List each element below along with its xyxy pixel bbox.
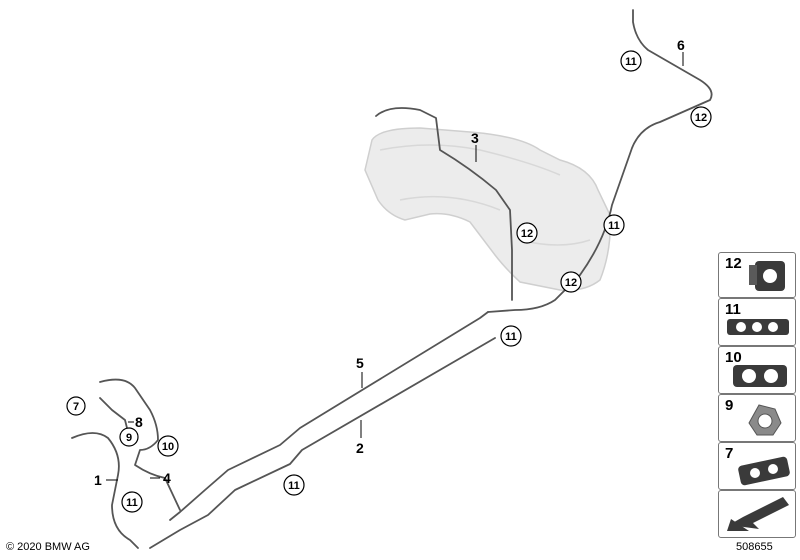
legend-number: 12 [725,255,742,272]
line-3 [375,107,513,301]
fuel-lines [71,9,713,549]
circle-9-label: 9 [126,432,132,444]
legend-card-10: 10 [718,346,796,394]
diagram-id: 508655 [736,541,773,553]
legend-number: 9 [725,397,734,414]
circle-11b [283,474,305,496]
circle-11d [603,214,625,236]
line-8 [99,397,129,433]
circle-11c [500,325,522,347]
circle-11e [620,50,642,72]
legend-card-11: 11 [718,298,796,346]
clip-11-icon [727,319,789,335]
callout-8: 8 [135,414,143,430]
circle-12c-label: 12 [565,277,577,289]
line-6 [487,9,713,313]
circle-7-label: 7 [73,401,79,413]
circle-12a [690,106,712,128]
callout-4: 4 [163,470,171,486]
circle-7 [66,396,86,416]
clip-10-icon [733,365,787,387]
legend-number: 11 [725,301,741,318]
arrow-icon [727,497,789,531]
circle-11b-label: 11 [288,480,300,492]
circle-11a [121,491,143,513]
circle-11d-label: 11 [608,220,620,232]
circle-12b-label: 12 [521,228,533,240]
circle-callouts [66,50,712,513]
legend-number: 7 [725,445,734,462]
leader-lines [106,52,684,481]
circle-10-label: 10 [162,441,174,453]
legend-card-7: 7 [718,442,796,490]
line-1 [71,432,139,549]
circle-12b [516,222,538,244]
circle-11e-label: 11 [625,56,637,68]
circle-10 [157,435,179,457]
line-2 [149,337,496,549]
legend-card-9: 9 [718,394,796,442]
circle-12c [560,271,582,293]
legend-number: 10 [725,349,742,366]
callout-2: 2 [356,440,364,456]
callout-5: 5 [356,355,364,371]
copyright-text: © 2020 BMW AG [6,541,90,553]
callout-6: 6 [677,37,685,53]
clip-12-icon [749,261,785,291]
fuel-tank [364,127,612,292]
callout-1: 1 [94,472,102,488]
callout-3: 3 [471,130,479,146]
circle-9 [119,427,139,447]
circle-12a-label: 12 [695,112,707,124]
legend-card-12: 12 [718,252,796,298]
line-4 [99,378,181,511]
circle-11a-label: 11 [126,497,138,509]
nut-9-icon [748,404,782,436]
line-5 [169,311,489,521]
legend-card-arrow [718,490,796,538]
circle-11c-label: 11 [505,331,517,343]
clip-7-icon [738,456,790,486]
